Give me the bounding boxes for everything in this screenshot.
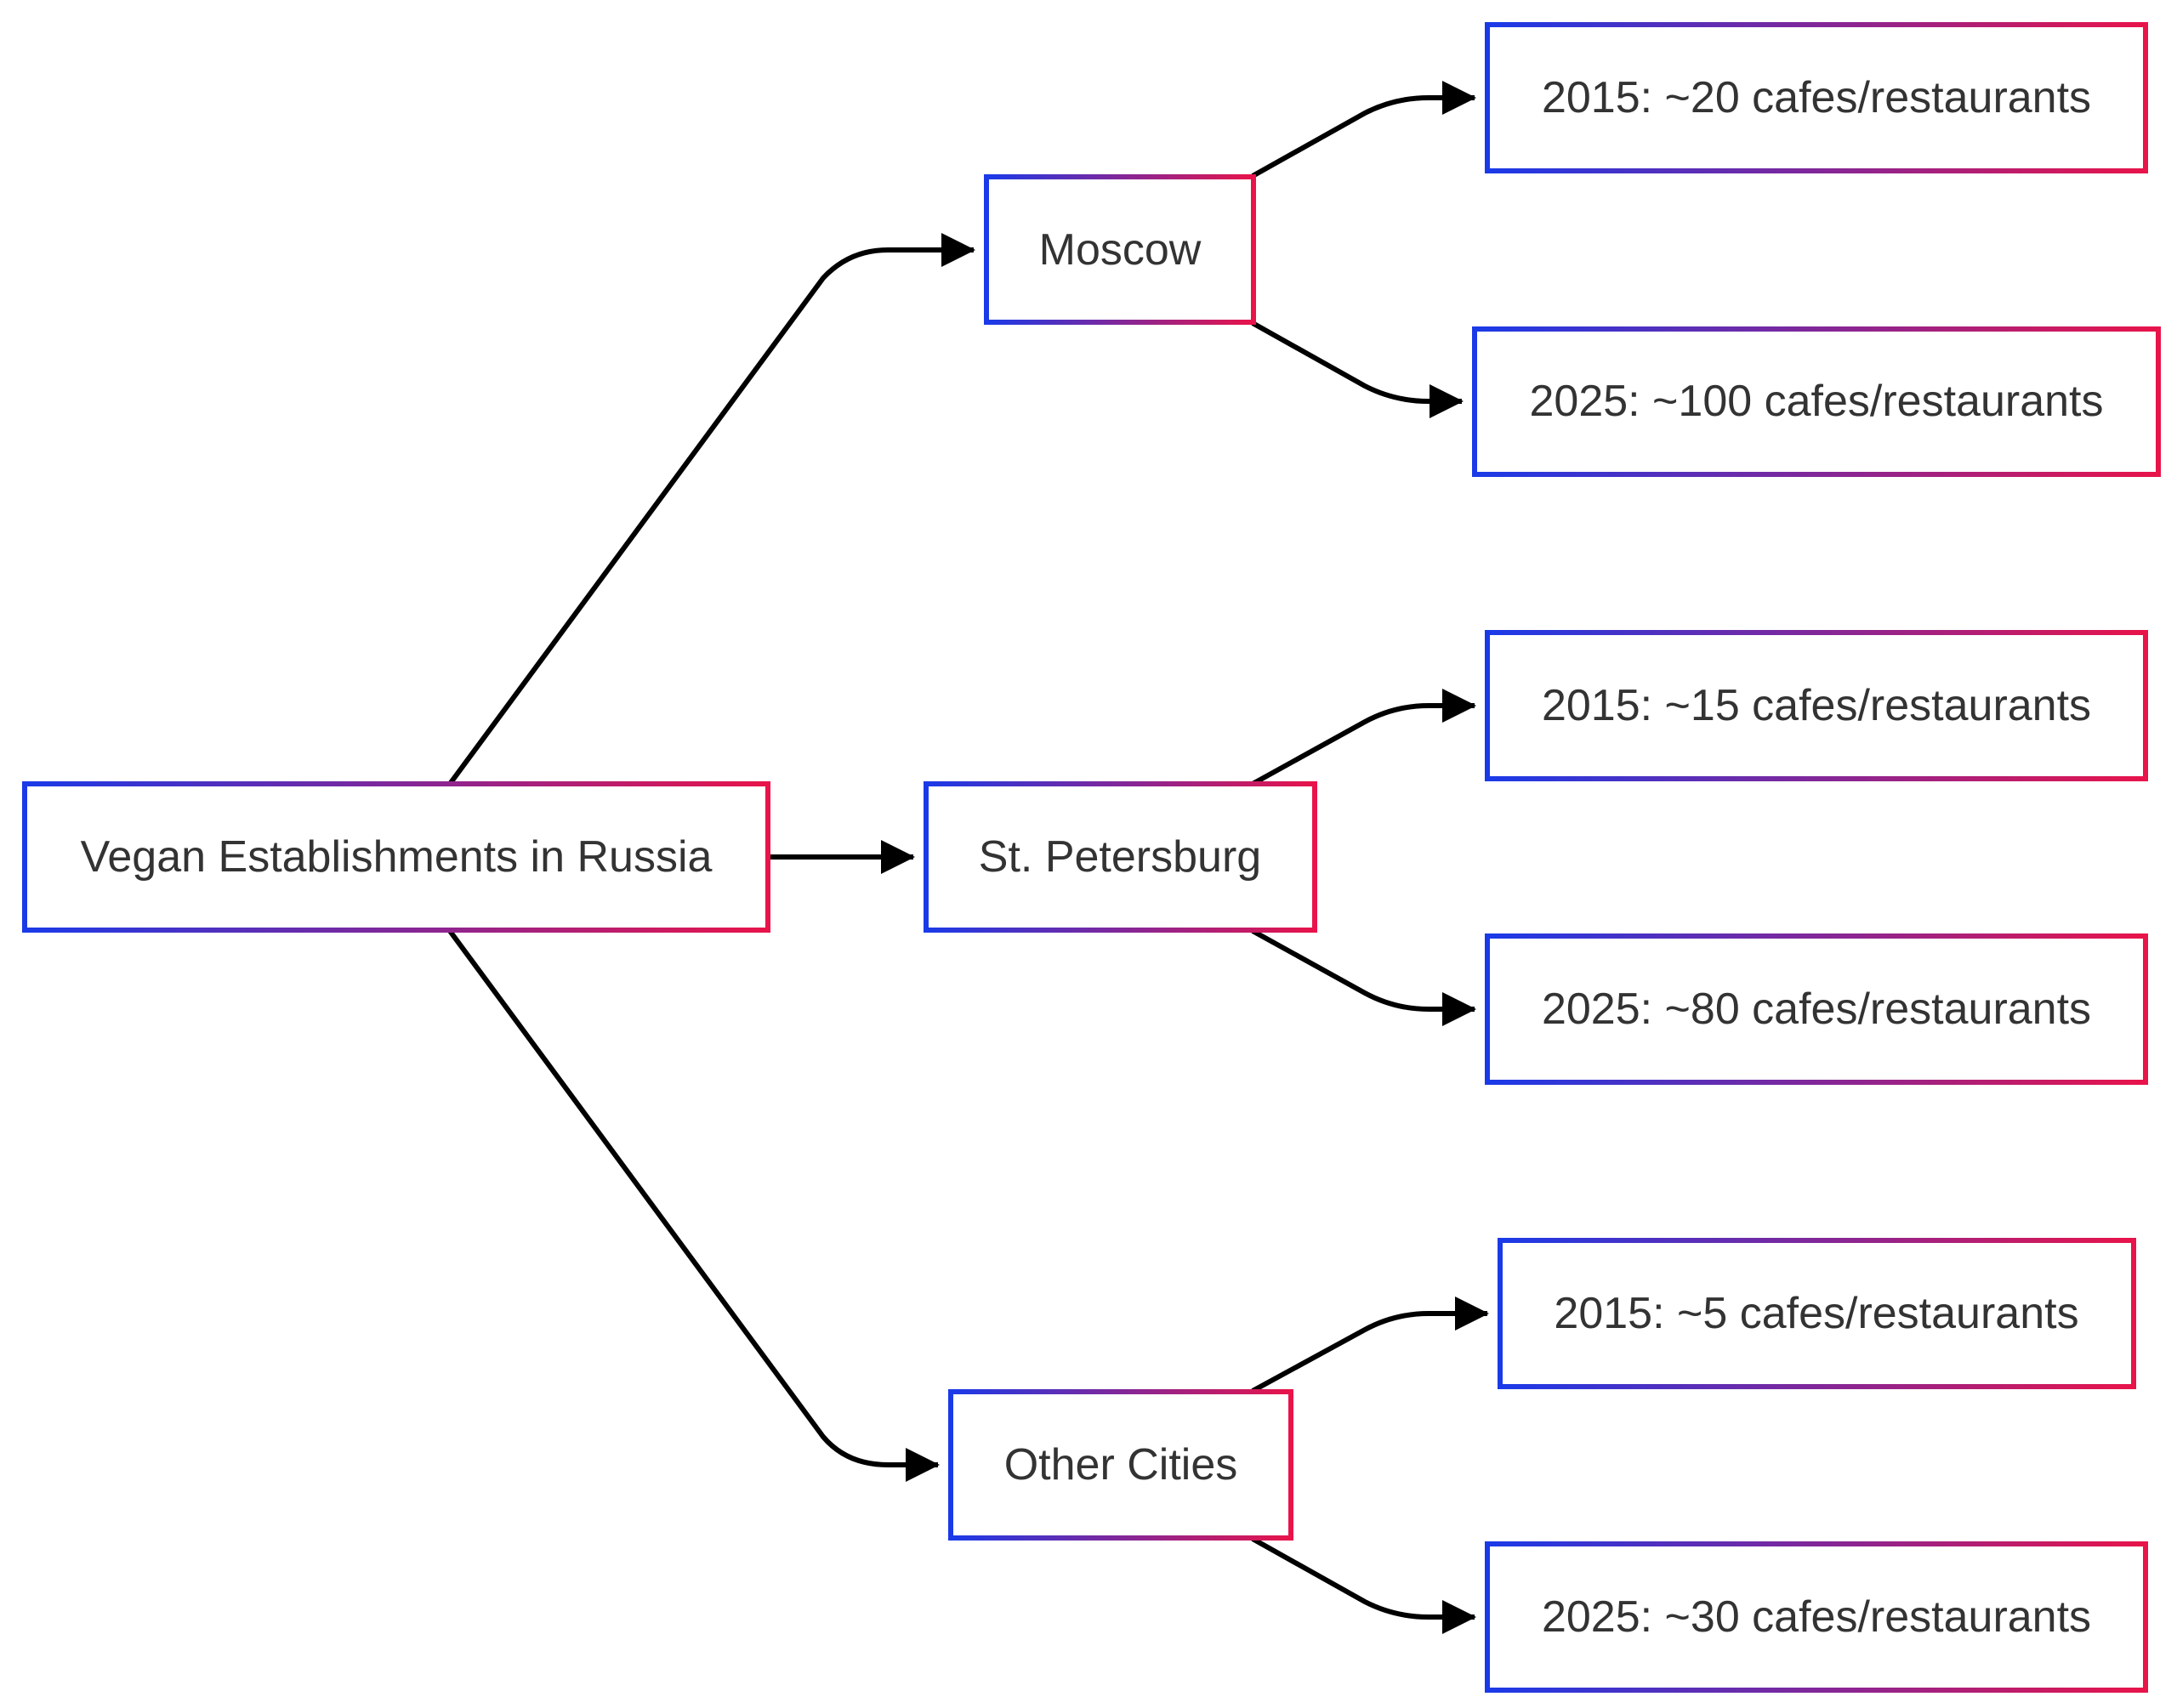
node-spb-2015[interactable]: 2015: ~15 cafes/restaurants xyxy=(1485,630,2148,781)
edge-root-other xyxy=(447,929,940,1482)
node-other-2015[interactable]: 2015: ~5 cafes/restaurants xyxy=(1498,1238,2136,1389)
edge-other-2015 xyxy=(1251,1297,1489,1393)
node-root-label: Vegan Establishments in Russia xyxy=(81,832,713,882)
node-moscow-2025[interactable]: 2025: ~100 cafes/restaurants xyxy=(1472,326,2161,477)
node-other-2025[interactable]: 2025: ~30 cafes/restaurants xyxy=(1485,1541,2148,1693)
edge-moscow-2015 xyxy=(1251,81,1476,179)
edge-spb-2025 xyxy=(1251,928,1476,1026)
node-moscow-2015-label: 2015: ~20 cafes/restaurants xyxy=(1542,73,2091,122)
edge-other-2025 xyxy=(1251,1536,1476,1634)
node-moscow[interactable]: Moscow xyxy=(984,174,1256,325)
node-root[interactable]: Vegan Establishments in Russia xyxy=(22,781,770,933)
node-spb-2015-label: 2015: ~15 cafes/restaurants xyxy=(1542,681,2091,730)
node-spb-2025[interactable]: 2025: ~80 cafes/restaurants xyxy=(1485,933,2148,1085)
node-other-2025-label: 2025: ~30 cafes/restaurants xyxy=(1542,1592,2091,1642)
node-moscow-label: Moscow xyxy=(1039,225,1202,275)
node-st-petersburg-label: St. Petersburg xyxy=(979,832,1261,882)
node-moscow-2015[interactable]: 2015: ~20 cafes/restaurants xyxy=(1485,22,2148,173)
node-other-cities-label: Other Cities xyxy=(1004,1440,1238,1490)
node-spb-2025-label: 2025: ~80 cafes/restaurants xyxy=(1542,985,2091,1034)
nodes-layer: Vegan Establishments in Russia Moscow St… xyxy=(22,22,2161,1693)
node-other-2015-label: 2015: ~5 cafes/restaurants xyxy=(1554,1289,2078,1338)
edge-moscow-2025 xyxy=(1251,321,1464,418)
node-st-petersburg[interactable]: St. Petersburg xyxy=(924,781,1317,933)
node-other-cities[interactable]: Other Cities xyxy=(948,1389,1293,1541)
edge-spb-2015 xyxy=(1251,689,1476,786)
node-moscow-2025-label: 2025: ~100 cafes/restaurants xyxy=(1529,377,2103,426)
edge-root-moscow xyxy=(447,233,975,786)
edges-layer xyxy=(447,81,1489,1634)
